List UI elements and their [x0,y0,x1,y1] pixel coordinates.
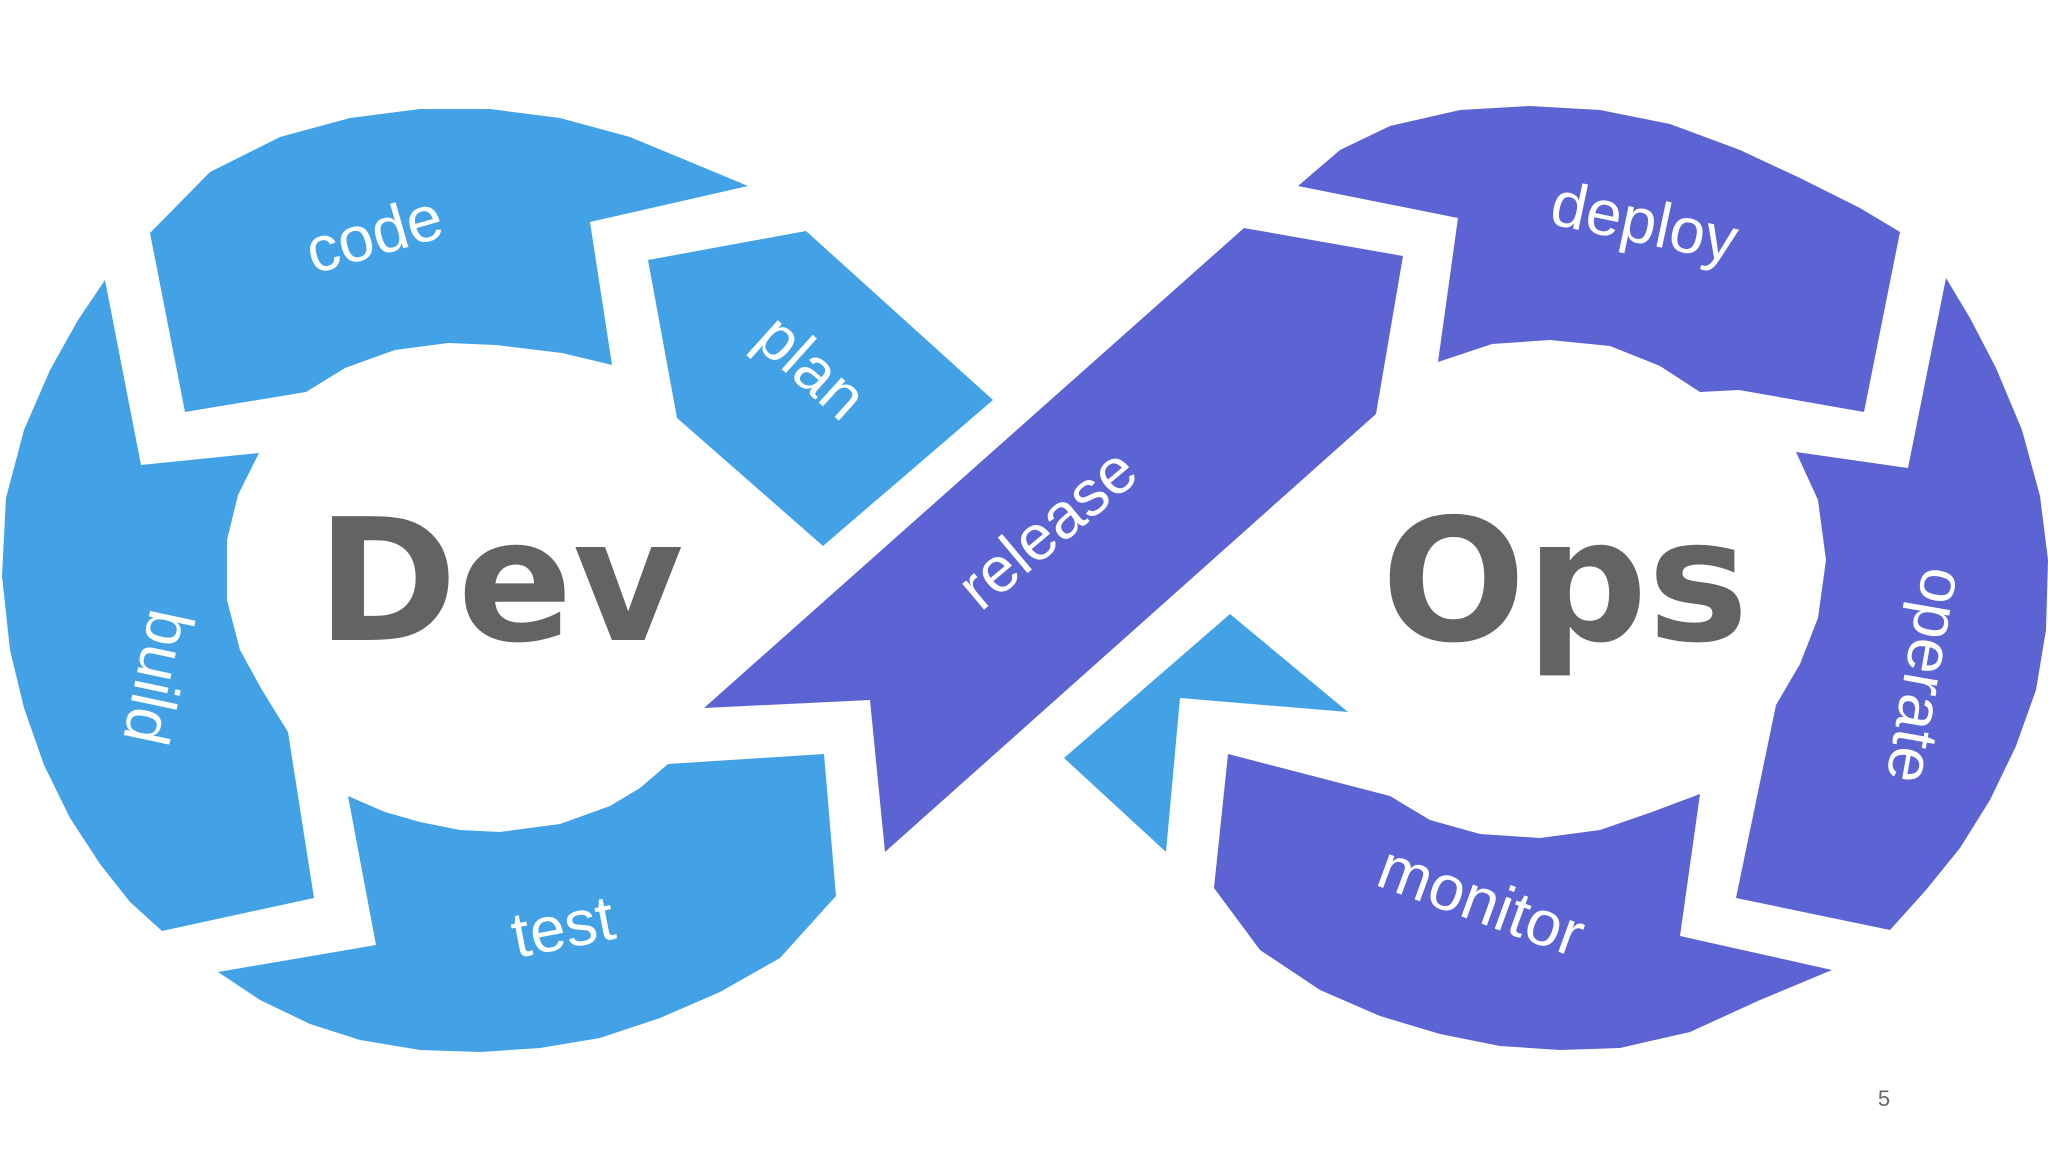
segment-build [2,280,314,931]
segment-release [704,228,1403,852]
segment-plan [648,231,993,546]
segment-code [150,109,748,412]
ops-loop [704,106,2048,1050]
dev-loop [2,109,993,1052]
ops-center-text: Ops [1381,483,1748,681]
segment-monitor [1214,754,1832,1050]
slide-page-number: 5 [1878,1086,1890,1111]
segment-test [218,754,836,1052]
segment-operate [1736,278,2048,930]
segment-feedback-arrow [1064,614,1348,852]
segment-deploy [1298,106,1900,412]
dev-center-text: Dev [316,483,683,681]
